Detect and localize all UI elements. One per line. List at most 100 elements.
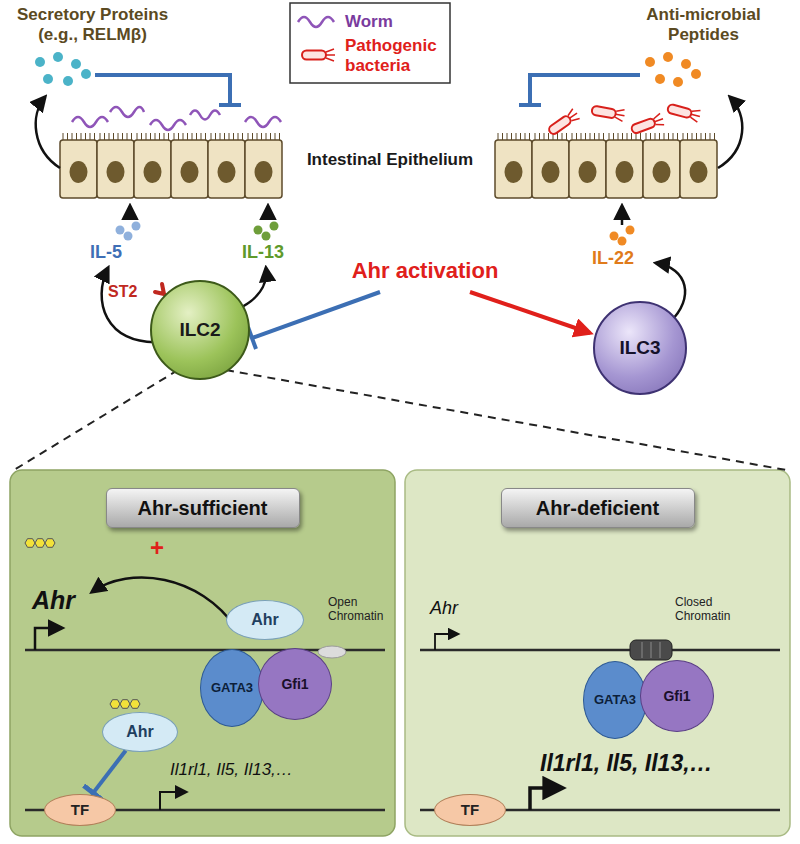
epithelial-cell: [643, 140, 680, 198]
secreted-protein-dots: [35, 52, 91, 86]
cytokine-label: IL-13: [242, 242, 284, 263]
microvillus: [211, 133, 212, 140]
chromatin-label: Closed Chromatin: [675, 596, 745, 624]
node-label: Ahr-sufficient: [118, 497, 288, 520]
chromatin: [630, 640, 672, 660]
chromatin: [318, 646, 346, 658]
microvillus: [85, 133, 86, 140]
cell-nucleus: [181, 161, 199, 183]
microvillus: [673, 133, 674, 140]
microvillus: [668, 133, 669, 140]
microvillus: [636, 133, 637, 140]
microvillus: [603, 133, 604, 140]
dna-strand: [420, 649, 780, 652]
microvillus: [498, 133, 499, 140]
ahr-activation-arrows: [252, 292, 380, 338]
bacterium: [591, 104, 626, 122]
microvillus: [150, 133, 151, 140]
bacterium: [547, 115, 572, 136]
microvillus: [205, 133, 206, 140]
node-label: GATA3: [204, 681, 260, 696]
panel-fill: [10, 470, 790, 836]
microvillus: [705, 133, 706, 140]
gata3-protein: GATA3: [583, 661, 647, 739]
microvillus: [683, 133, 684, 140]
cytokine-dots: [626, 226, 635, 235]
gfi1-protein: Gfi1: [640, 660, 714, 732]
microvillus: [279, 133, 280, 140]
secreted-protein-dots: [63, 76, 73, 86]
microvillus: [539, 133, 540, 140]
gfi1-protein: Gfi1: [258, 648, 332, 720]
node-label: Ahr: [110, 723, 170, 741]
secreted-product-label: Anti-microbial Peptides: [612, 5, 795, 44]
microvillus: [701, 133, 702, 140]
microvillus: [687, 133, 688, 140]
microvillus: [257, 133, 258, 140]
node-label: GATA3: [587, 693, 643, 708]
cytokine-dots: [254, 226, 263, 235]
bacterium: [667, 104, 693, 119]
microvillus: [640, 133, 641, 140]
inhibition-line: [519, 103, 541, 107]
cell-nucleus: [653, 161, 671, 183]
transcription-arrow: [35, 628, 62, 650]
microvillus: [599, 133, 600, 140]
microvillus: [178, 133, 179, 140]
microvillus: [141, 133, 142, 140]
microvillus: [196, 133, 197, 140]
microvillus: [81, 133, 82, 140]
chromatin-label: Open Chromatin: [328, 596, 390, 624]
legend-box: [290, 3, 450, 83]
secreted-protein-dots: [43, 74, 53, 84]
microvillus: [192, 133, 193, 140]
zoom-dashed-line: [226, 370, 786, 470]
epithelial-cell: [97, 140, 134, 198]
antimicrobial-peptide-dots: [691, 69, 701, 79]
cytokine-arrow: [267, 206, 270, 219]
microvillus: [127, 133, 128, 140]
microvillus: [122, 133, 123, 140]
worm: [150, 120, 186, 130]
bacterium: [630, 113, 665, 136]
microvillus: [220, 133, 221, 140]
worm: [72, 107, 281, 130]
cell-nucleus: [505, 161, 523, 183]
bacterium: [547, 108, 581, 137]
cytokine-arrow: [129, 206, 132, 219]
antimicrobial-peptide-dots: [673, 77, 683, 87]
microvillus: [548, 133, 549, 140]
microvillus: [692, 133, 693, 140]
antimicrobial-peptide-dots: [645, 52, 701, 87]
microvillus: [252, 133, 253, 140]
cell-nucleus: [616, 161, 634, 183]
legend-box: [290, 3, 450, 83]
microvillus: [168, 133, 169, 140]
cell-nucleus: [690, 161, 708, 183]
microvillus: [113, 133, 114, 140]
node-label: ILC2: [158, 319, 242, 341]
microvillus: [229, 133, 230, 140]
epithelial-cell: [606, 140, 643, 198]
cytokine-dots: [610, 232, 619, 241]
transcription-arrow: [92, 578, 236, 628]
cytokine-dots: [116, 226, 125, 235]
microvillus: [67, 133, 68, 140]
secretion-arrow: [718, 97, 742, 168]
cytokine-label: IL-22: [592, 248, 634, 269]
microvillus: [659, 133, 660, 140]
microvillus: [710, 133, 711, 140]
cell-nucleus: [542, 161, 560, 183]
secretion-arrow: [36, 97, 60, 168]
epithelial-cell: [532, 140, 569, 198]
inhibition-line: [219, 103, 241, 107]
ilc3-cell: ILC3: [593, 301, 687, 395]
ahr-activation-arrows: [470, 292, 590, 333]
zoom-dashed-line: [14, 370, 786, 470]
microvillus: [627, 133, 628, 140]
microvillus: [266, 133, 267, 140]
gene-name: Ahr: [430, 598, 458, 619]
epithelial-cell: [569, 140, 606, 198]
microvillus: [261, 133, 262, 140]
microvillus: [525, 133, 526, 140]
